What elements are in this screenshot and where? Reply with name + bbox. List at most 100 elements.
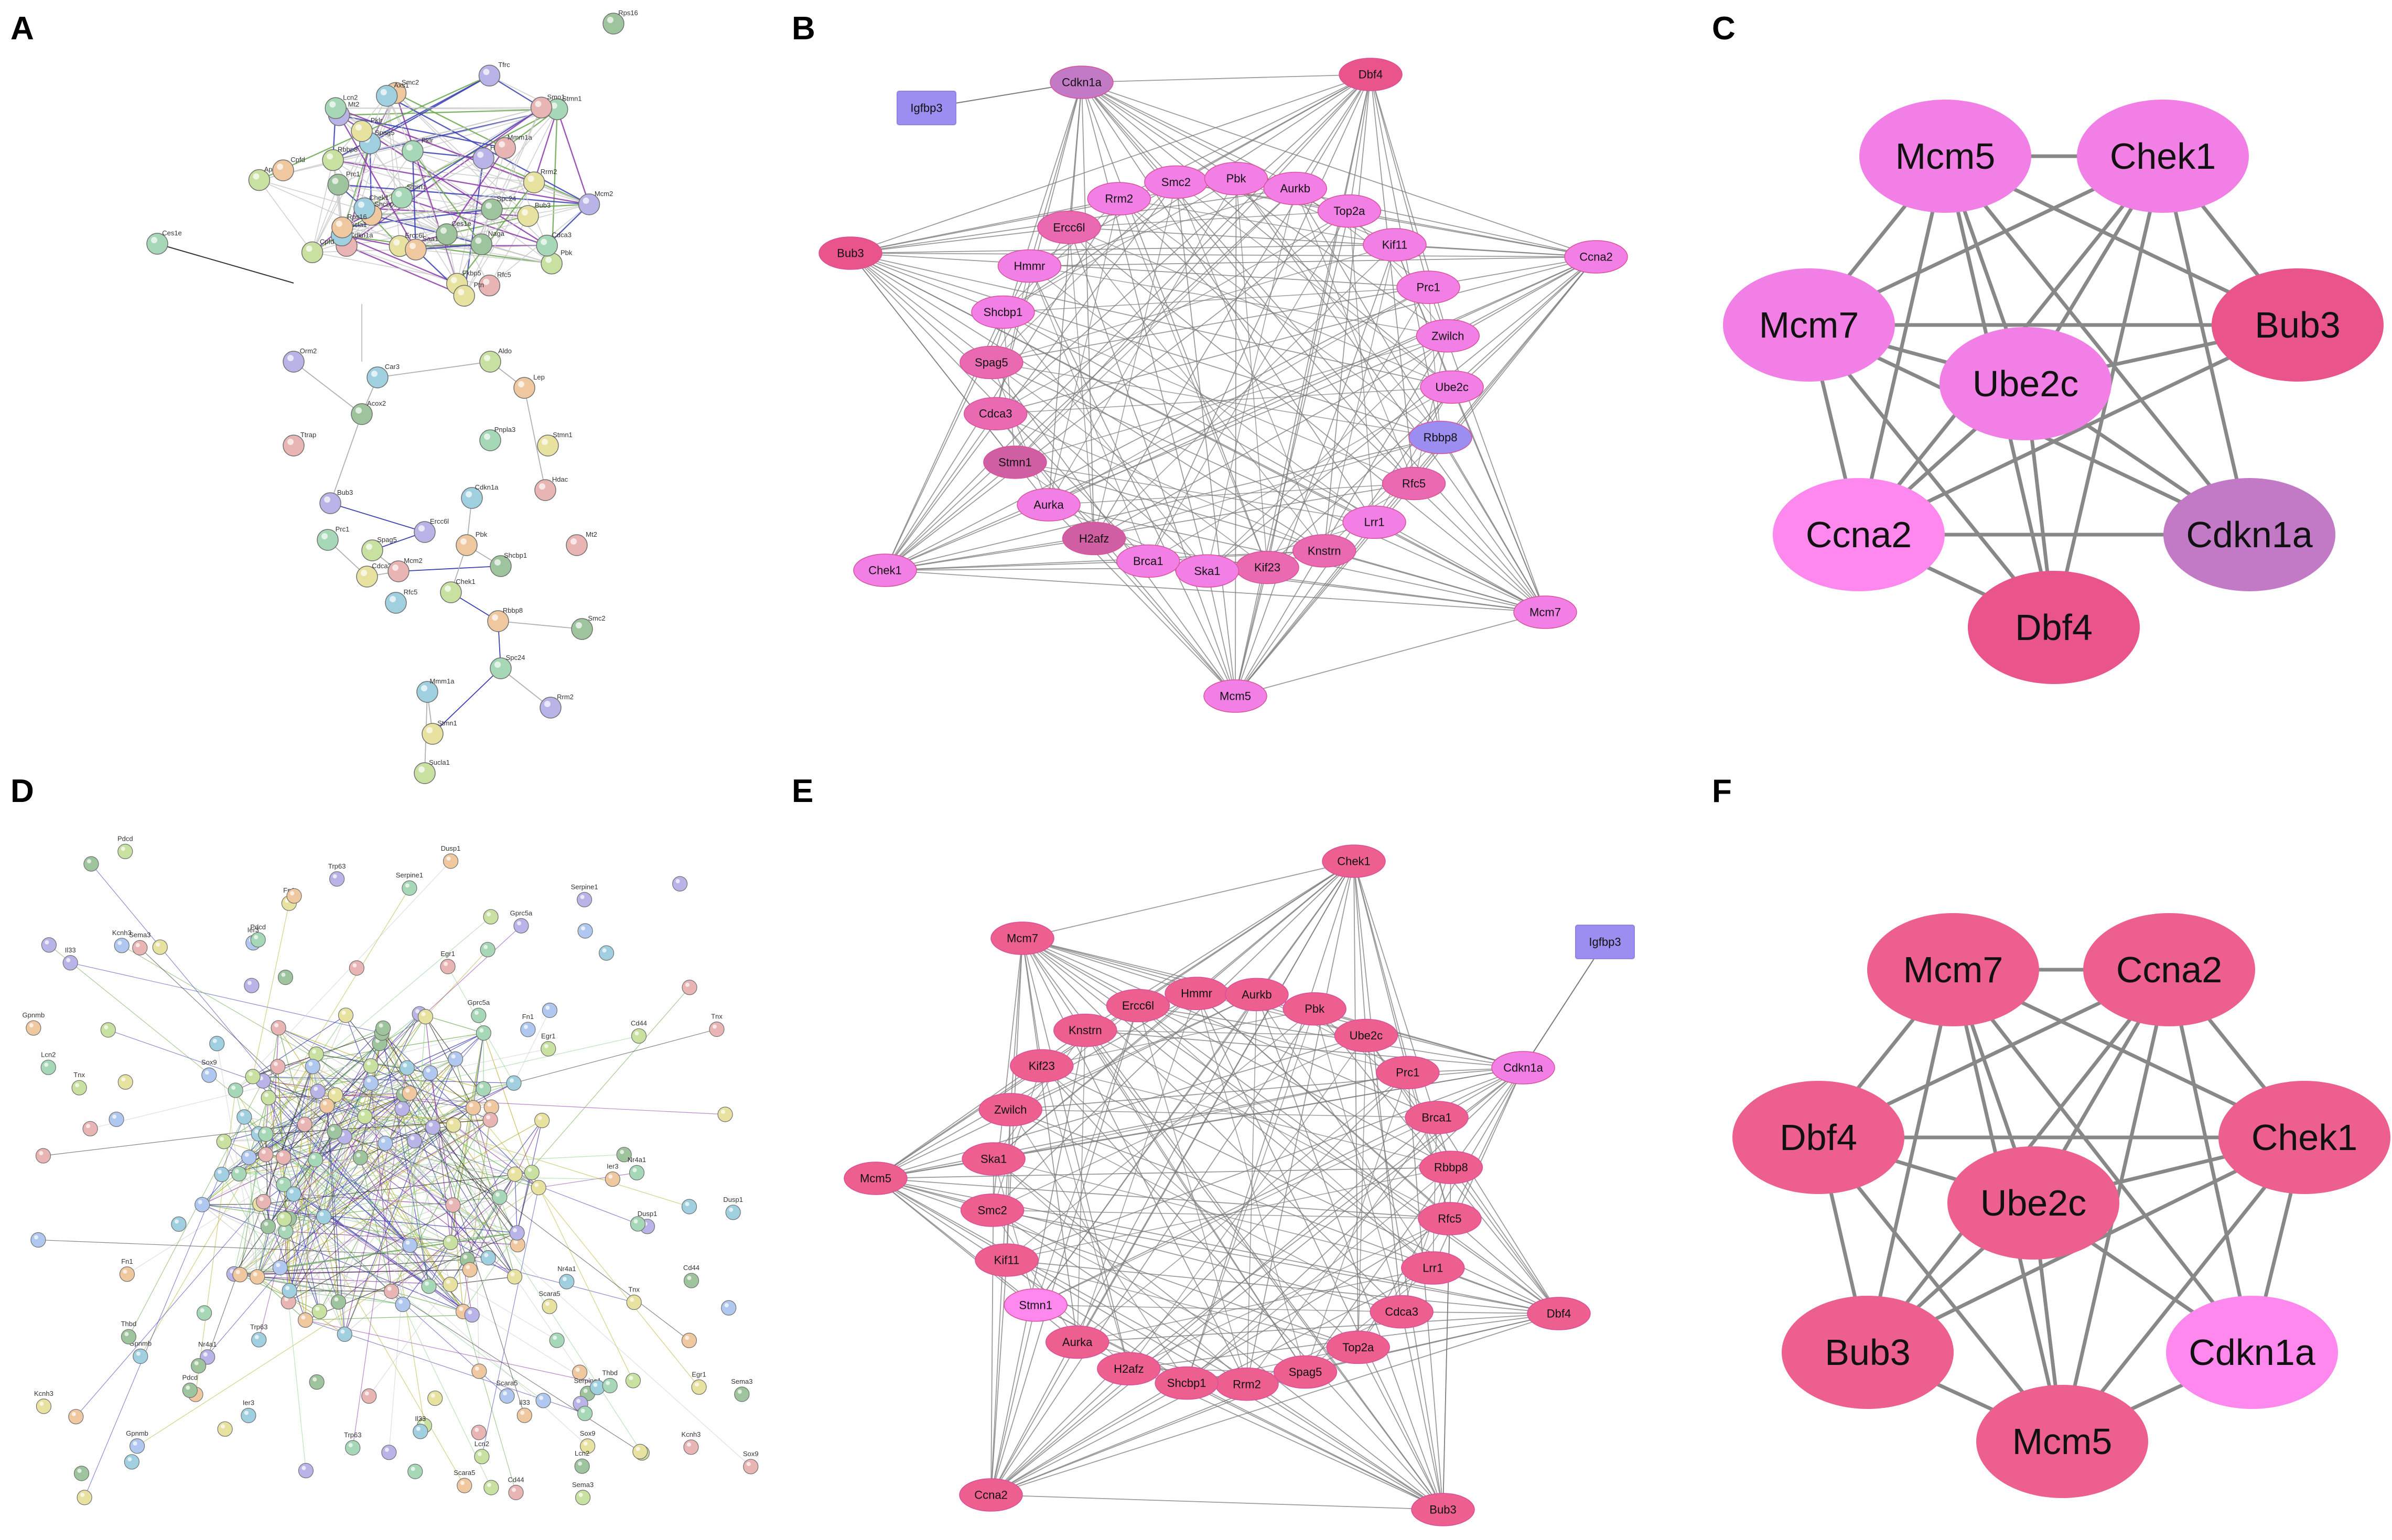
- panel-d-node: Pdcd: [250, 923, 266, 948]
- panel-d-node-highlight: [510, 1272, 515, 1276]
- panel-a-node: Sucla1: [414, 758, 450, 784]
- panel-d-node-highlight: [308, 1061, 313, 1066]
- panel-e-node-kif23: Kif23: [1010, 1049, 1074, 1083]
- panel-d-node: [41, 937, 57, 953]
- panel-d-node-highlight: [261, 1149, 266, 1154]
- panel-b-edge: [1029, 266, 1149, 561]
- panel-d-node-ball: [260, 1219, 276, 1234]
- panel-e-node-ccna2: Ccna2: [959, 1478, 1023, 1512]
- panel-d-edge: [240, 1094, 404, 1275]
- panel-a-edge: [412, 151, 458, 284]
- panel-d-node-highlight: [364, 1391, 369, 1396]
- panel-d-node-ball: [422, 1065, 438, 1081]
- panel-a-node: Pbk: [541, 249, 573, 275]
- panel-b-edge: [1048, 287, 1429, 505]
- panel-d-node: [476, 1081, 491, 1097]
- panel-b-node-lrr1: Lrr1: [1342, 505, 1406, 539]
- panel-a-node-label: Smc2: [588, 614, 605, 622]
- panel-d-node-highlight: [416, 1426, 421, 1431]
- panel-d-edge: [483, 1033, 532, 1173]
- panel-d-node-ball: [474, 1449, 490, 1465]
- panel-e-edge: [1022, 938, 1559, 1314]
- panel-d-node: [407, 1463, 423, 1479]
- panel-a-node: Pklr: [351, 116, 383, 142]
- panel-d-node-ball: [270, 1059, 286, 1075]
- panel-a-node: Rps16: [602, 9, 638, 35]
- panel-a-edge: [332, 159, 589, 205]
- panel-b-edge: [1029, 265, 1375, 523]
- panel-e-edge: [1137, 1005, 1434, 1268]
- panel-d-node-highlight: [580, 1408, 585, 1413]
- panel-d-node-ball: [311, 1304, 327, 1319]
- panel-d-node: [443, 1276, 458, 1292]
- panel-d-node-ball: [375, 1020, 391, 1036]
- panel-e-edge: [1305, 1072, 1408, 1372]
- panel-d-node-highlight: [356, 1153, 361, 1157]
- panel-b-edge: [885, 335, 1448, 571]
- panel-b-edge: [885, 538, 1094, 571]
- panel-d-node: [338, 1007, 354, 1023]
- panel-d-node: [471, 1363, 487, 1379]
- panel-d-edge: [252, 1076, 472, 1315]
- panel-a-edge: [395, 92, 529, 216]
- panel-b-edge: [1015, 188, 1296, 463]
- panel-f-node-bub3-shape: [1782, 1296, 1954, 1409]
- panel-d-node-ball: [507, 1166, 523, 1182]
- panel-d-node: Pdcd: [117, 834, 133, 859]
- panel-d-node-ball: [35, 1148, 51, 1164]
- panel-f-node-ccna2-label: Ccna2: [2116, 949, 2222, 990]
- panel-b-edge: [1003, 287, 1429, 313]
- panel-d-node: [422, 1065, 438, 1081]
- panel-d-node-label: Sema3: [731, 1378, 752, 1385]
- panel-e-node-top2a: Top2a: [1326, 1330, 1390, 1364]
- panel-d-node: Sema3: [129, 931, 150, 956]
- panel-a-node-highlight: [355, 407, 362, 414]
- panel-b-node-prc1: Prc1: [1396, 270, 1460, 304]
- panel-d-edge: [278, 1027, 491, 1121]
- panel-d-edge: [324, 1216, 598, 1388]
- panel-d-node-highlight: [737, 1389, 742, 1394]
- panel-e-node-smc2: Smc2: [960, 1194, 1025, 1227]
- panel-a-node-label: Mmm1a: [508, 133, 533, 141]
- panel-a-node-highlight: [277, 164, 283, 170]
- panel-e-edge: [1006, 1008, 1315, 1261]
- panel-c-node-mcm5-shape: [1859, 100, 2031, 213]
- panel-d-node-label: Fn1: [121, 1257, 133, 1265]
- panel-d-node-highlight: [348, 1443, 353, 1448]
- panel-c-node-mcm5-label: Mcm5: [1895, 136, 1996, 177]
- panel-d-node-ball: [394, 1101, 410, 1116]
- panel-d-node-ball: [717, 1107, 733, 1122]
- panel-a-edge: [415, 249, 552, 264]
- panel-a-node-label: Fkbp5: [462, 269, 481, 277]
- panel-e-edge: [1357, 1218, 1450, 1348]
- panel-a-node: Ercc6l: [414, 517, 449, 543]
- panel-a-node-highlight: [492, 614, 498, 621]
- panel-e-edge: [1035, 1117, 1437, 1306]
- panel-d-node-label: Thbd: [121, 1320, 137, 1328]
- panel-b-edge: [1349, 211, 1448, 337]
- panel-e-edge: [1357, 1035, 1367, 1348]
- panel-a-node-highlight: [583, 197, 589, 204]
- panel-d-edge: [265, 1107, 473, 1155]
- panel-e-edge: [1186, 1167, 1451, 1384]
- panel-d-node-highlight: [314, 1087, 318, 1091]
- panel-d-node-ball: [682, 980, 697, 995]
- panel-d-node-highlight: [315, 1306, 320, 1311]
- panel-d-node-ball: [182, 1382, 198, 1398]
- panel-b-node-aurka-shape: [1017, 488, 1081, 522]
- panel-d-edge: [249, 1157, 557, 1341]
- panel-b-edge: [995, 413, 1325, 551]
- panel-e-edge: [990, 1368, 1129, 1495]
- panel-d-edge: [235, 861, 451, 1091]
- panel-d-node-ball: [109, 1111, 124, 1127]
- panel-d-node-label: Sox9: [580, 1429, 596, 1437]
- panel-d-edge: [531, 1172, 633, 1381]
- panel-d-node-highlight: [259, 1197, 264, 1201]
- panel-d-node-highlight: [537, 1115, 542, 1120]
- panel-d-node-ball: [577, 892, 592, 907]
- panel-d-node: [402, 1085, 417, 1101]
- panel-d-node-label: Gpnmb: [129, 1339, 152, 1347]
- panel-d-node: Dusp1: [723, 1196, 743, 1220]
- panel-b-node-stmn1: Stmn1: [983, 446, 1047, 479]
- panel-a-node-label: Rbbp8: [503, 606, 523, 614]
